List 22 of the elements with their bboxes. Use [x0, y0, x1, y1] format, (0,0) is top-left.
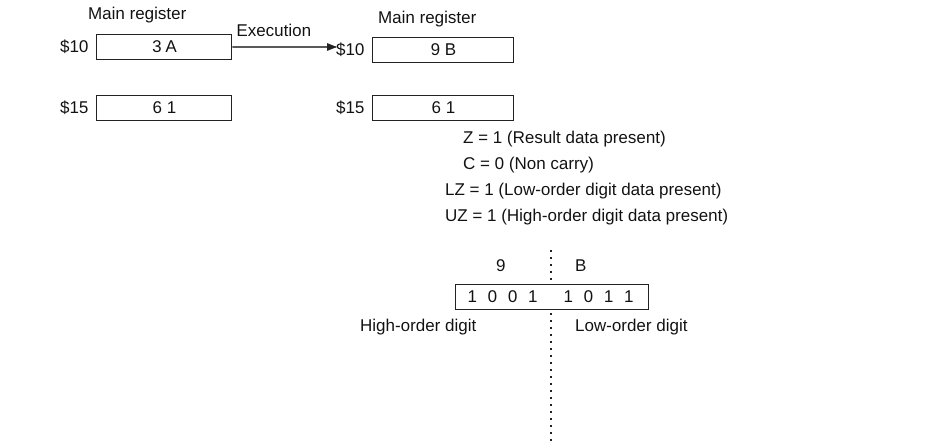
register-box: 6 1 [96, 95, 232, 121]
binary-digits: 1 0 1 1 [562, 287, 638, 307]
digit-caption: Low-order digit [575, 316, 688, 336]
flag-description: Z = 1 (Result data present) [463, 128, 666, 148]
register-address: $10 [60, 37, 88, 57]
register-address: $10 [336, 40, 364, 60]
register-address: $15 [60, 98, 88, 118]
section-heading: Main register [378, 8, 476, 28]
flag-description: C = 0 (Non carry) [463, 154, 594, 174]
digit-caption: High-order digit [360, 316, 476, 336]
arrow [232, 43, 337, 51]
digit-label: 9 [496, 256, 506, 276]
binary-digits: 1 0 0 1 [466, 287, 542, 307]
register-box: 9 B [372, 37, 514, 63]
digit-label: B [575, 256, 586, 276]
flag-description: UZ = 1 (High-order digit data present) [445, 206, 728, 226]
flag-description: LZ = 1 (Low-order digit data present) [445, 180, 722, 200]
section-heading: Main register [88, 4, 186, 24]
register-box: 3 A [96, 34, 232, 60]
register-address: $15 [336, 98, 364, 118]
register-box: 6 1 [372, 95, 514, 121]
edge-label: Execution [236, 21, 312, 41]
